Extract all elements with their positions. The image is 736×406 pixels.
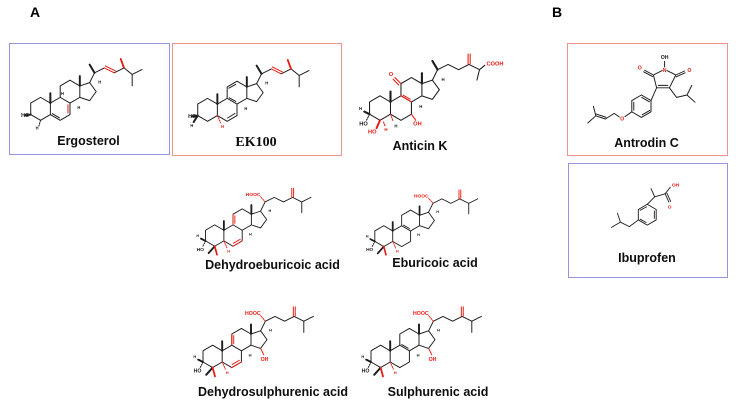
atom-label: OH	[661, 55, 669, 61]
panel-a-label: A	[30, 4, 41, 20]
atom-label: H	[396, 250, 399, 254]
antrodin-c-structure: OH N O O O	[587, 55, 696, 124]
atom-label: H	[417, 233, 420, 237]
atom-label: O	[687, 68, 691, 74]
atom-label: H	[249, 233, 252, 237]
atom-label: HOOC	[245, 311, 261, 317]
atom-label: O	[389, 72, 394, 78]
atom-label: HO	[197, 247, 205, 253]
anticin-k-name: Anticin K	[392, 139, 448, 153]
atom-label: H	[366, 235, 369, 239]
atom-label: H	[417, 352, 420, 357]
atom-label: HO	[368, 129, 377, 135]
atom-label: H	[226, 370, 229, 375]
atom-label: H	[384, 127, 387, 132]
atom-label: HO	[21, 113, 29, 119]
dehydroeburicoic-structure: HOOC HO H H H H	[196, 187, 312, 256]
eburicoic-name: Eburicoic acid	[392, 256, 478, 270]
atom-label: H	[436, 210, 439, 214]
atom-label: HO	[366, 247, 373, 253]
dehydroeburicoic-name: Dehydroeburicoic acid	[205, 258, 340, 272]
atom-label: COOH	[486, 61, 503, 67]
atom-label: H	[227, 249, 230, 253]
atom-label: OH	[429, 357, 437, 363]
ergosterol-box	[9, 43, 170, 155]
atom-label: H	[193, 354, 196, 359]
atom-label: HOOC	[414, 193, 429, 199]
atom-label: H	[394, 123, 397, 128]
ibuprofen-box	[568, 163, 728, 278]
atom-label: H	[98, 79, 101, 84]
atom-label: H	[269, 209, 272, 213]
atom-label: H	[442, 77, 445, 82]
atom-label: OH	[672, 182, 680, 188]
atom-label: H	[437, 328, 440, 333]
ibuprofen-structure: OH O	[611, 182, 680, 228]
atom-label: HO	[188, 114, 196, 120]
antrodin-c-name: Antrodin C	[614, 136, 679, 150]
atom-label: H	[269, 328, 272, 333]
atom-label: H	[190, 123, 193, 128]
eburicoic-structure: HOOC HO H H H H	[366, 189, 479, 256]
atom-label: H	[249, 352, 252, 357]
atom-label: H	[359, 106, 362, 111]
atom-label: H	[265, 80, 268, 85]
atom-label: HOOC	[246, 192, 261, 198]
ek100-box	[172, 43, 342, 156]
atom-label: HO	[362, 368, 370, 374]
atom-label: OH	[261, 357, 269, 363]
atom-label: HOOC	[413, 311, 429, 317]
atom-label: H	[419, 104, 422, 109]
atom-label: H	[221, 124, 224, 129]
panel-b-label: B	[552, 4, 563, 20]
sulphurenic-structure: HOOC OH HO H H H H	[361, 306, 482, 378]
dehydrosulphurenic-name: Dehydrosulphurenic acid	[197, 385, 349, 399]
atom-label: H	[36, 125, 39, 130]
sulphurenic-name: Sulphurenic acid	[387, 385, 489, 399]
ek100-name: EK100	[235, 135, 277, 150]
ergosterol-structure: HO H H H H	[21, 58, 143, 130]
antrodin-c-box	[567, 43, 728, 156]
atom-label: H	[394, 370, 397, 375]
atom-label: H	[77, 105, 80, 110]
atom-label: O	[638, 65, 642, 71]
atom-label: HO	[194, 368, 202, 374]
atom-label: H	[361, 354, 364, 359]
atom-label: H	[61, 91, 64, 96]
atom-label: O	[620, 117, 624, 123]
atom-label: O	[668, 205, 672, 211]
ibuprofen-name: Ibuprofen	[618, 251, 676, 265]
atom-label: OH	[413, 122, 421, 128]
atom-label: N	[663, 68, 667, 74]
atom-label: H	[196, 234, 199, 238]
atom-label: HO	[359, 122, 368, 128]
ek100-structure: HO H H H H	[188, 59, 310, 129]
atom-label: H	[244, 106, 247, 111]
anticin-k-structure: O COOH OH HO HO H H H H H	[359, 53, 503, 135]
ergosterol-name: Ergosterol	[57, 134, 120, 148]
dehydrosulphurenic-structure: HOOC OH HO H H H H	[193, 306, 314, 378]
